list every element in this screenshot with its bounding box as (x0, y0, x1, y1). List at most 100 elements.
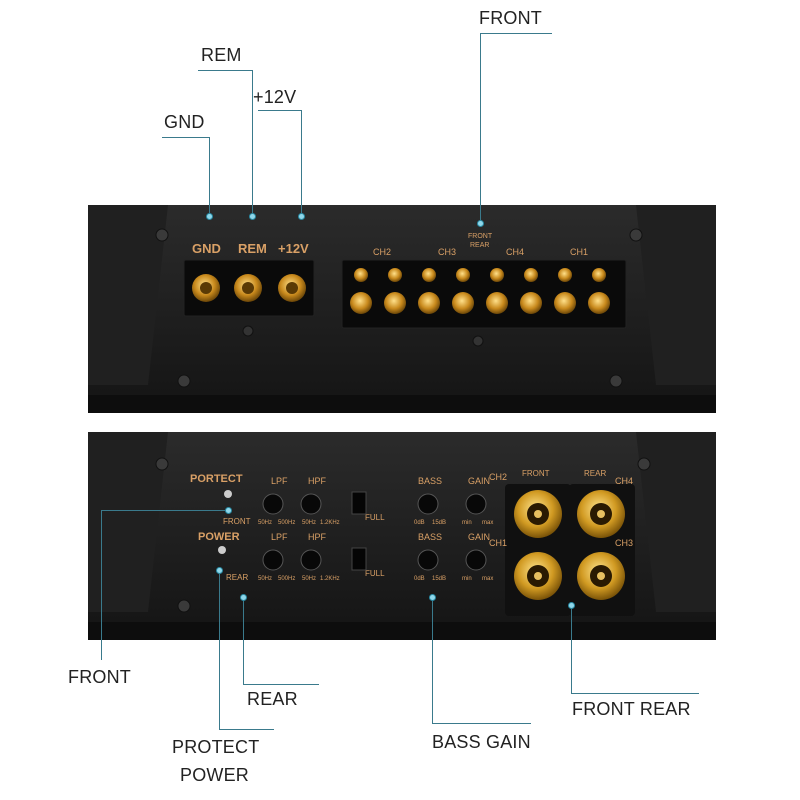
control-label: 0dB (414, 576, 425, 582)
control-knob (300, 549, 322, 571)
control-label: min (462, 520, 472, 526)
callout-front-rear: FRONT REAR (572, 699, 691, 719)
leader-dot (225, 507, 232, 514)
control-label: 50Hz (302, 520, 316, 526)
control-label: GAIN (468, 476, 490, 486)
control-label: max (482, 520, 493, 526)
control-knob (465, 493, 487, 515)
plus12v-print: +12V (278, 241, 309, 256)
control-label: min (462, 576, 472, 582)
callout-front-top: FRONT (479, 8, 542, 28)
control-label: 50Hz (258, 576, 272, 582)
speaker-terminal-screw (524, 268, 538, 282)
control-label: 500Hz (278, 576, 295, 582)
ch3-print: CH3 (438, 247, 456, 257)
control-label: 50Hz (258, 520, 272, 526)
gnd-print: GND (192, 241, 221, 256)
leader-protect-v (219, 570, 220, 730)
protect-led (224, 490, 232, 498)
control-knob (300, 493, 322, 515)
rca-front-print: FRONT (522, 469, 550, 478)
speaker-terminal-screw (520, 292, 542, 314)
leader-rem-h (198, 70, 253, 71)
ch4-print: CH4 (615, 476, 633, 486)
control-knob (465, 549, 487, 571)
speaker-terminals (350, 268, 610, 314)
leader-12v-h (258, 110, 302, 111)
front-print: FRONT (223, 517, 251, 526)
leader-front-left-v (101, 510, 102, 660)
speaker-terminal-screw (588, 292, 610, 314)
control-label: 1.2KHz (320, 520, 340, 526)
leader-bass-v (432, 597, 433, 724)
leader-12v-v (301, 110, 302, 216)
ch3-print: CH3 (615, 538, 633, 548)
leader-dot (206, 213, 213, 220)
crossover-switch (351, 491, 367, 515)
callout-power: POWER (180, 765, 250, 785)
front-print: FRONT (468, 233, 493, 240)
leader-rear-h (243, 684, 319, 685)
leader-protect-h (219, 729, 274, 730)
ch2-print: CH2 (489, 472, 507, 482)
control-label: HPF (308, 476, 327, 486)
leader-dot (568, 602, 575, 609)
control-label: BASS (418, 476, 442, 486)
control-label: LPF (271, 532, 288, 542)
speaker-terminal-screw (418, 292, 440, 314)
portect-print: PORTECT (190, 473, 243, 485)
speaker-terminal-screw (452, 292, 474, 314)
control-label: HPF (308, 532, 327, 542)
leader-gnd-v (209, 137, 210, 216)
speaker-terminal-screw (486, 292, 508, 314)
leader-front-rear-v (571, 605, 572, 694)
speaker-terminal-screw (554, 292, 576, 314)
power-print: POWER (198, 531, 240, 543)
speaker-terminal-screw (384, 292, 406, 314)
callout-rear: REAR (247, 689, 298, 709)
control-label: 500Hz (278, 520, 295, 526)
control-label: GAIN (468, 532, 490, 542)
control-knob (262, 549, 284, 571)
leader-bass-h (432, 723, 531, 724)
callout-gnd: GND (164, 112, 205, 132)
power-led (218, 546, 226, 554)
leader-dot (429, 594, 436, 601)
control-label: FULL (365, 513, 385, 522)
control-knob (262, 493, 284, 515)
rca-inputs (505, 484, 635, 616)
speaker-terminal-screw (558, 268, 572, 282)
control-label: 0dB (414, 520, 425, 526)
rear-print: REAR (470, 242, 489, 249)
control-label: 1.2KHz (320, 576, 340, 582)
rca-rear-print: REAR (584, 469, 606, 478)
leader-gnd-h (162, 137, 210, 138)
rear-print: REAR (226, 573, 248, 582)
ch1-print: CH1 (489, 538, 507, 548)
control-knob (417, 549, 439, 571)
speaker-terminal-screw (354, 268, 368, 282)
speaker-terminal-screw (388, 268, 402, 282)
callout-front-left: FRONT (68, 667, 131, 687)
ch4-print: CH4 (506, 247, 524, 257)
ch2-print: CH2 (373, 247, 391, 257)
leader-dot (477, 220, 484, 227)
speaker-terminal-screw (490, 268, 504, 282)
amplifier-power-speaker-panel: GND REM +12V FRONT REAR CH2 CH3 CH4 CH1 (88, 205, 716, 413)
rem-print: REM (238, 241, 267, 256)
leader-rear-v (243, 597, 244, 685)
crossover-switch (351, 547, 367, 571)
leader-front-left-h (101, 510, 228, 511)
leader-front-top-h (480, 33, 552, 34)
leader-dot (298, 213, 305, 220)
rem-terminal (234, 274, 262, 302)
leader-front-top-v (480, 33, 481, 223)
gnd-terminal (192, 274, 220, 302)
callout-plus12v: +12V (253, 87, 297, 107)
control-label: 15dB (432, 520, 446, 526)
callout-bass-gain: BASS GAIN (432, 732, 531, 752)
control-label: 50Hz (302, 576, 316, 582)
control-label: FULL (365, 569, 385, 578)
speaker-terminal-screw (422, 268, 436, 282)
